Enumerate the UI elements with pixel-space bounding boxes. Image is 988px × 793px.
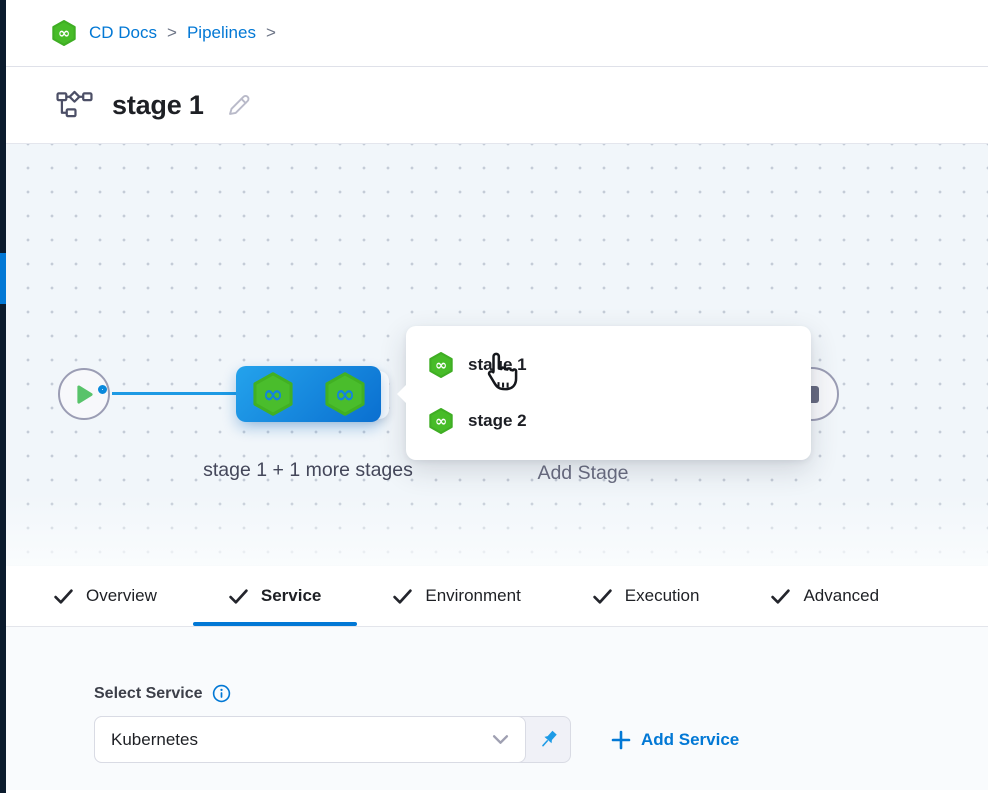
stage-group-node[interactable]: ∞ ∞ [236, 366, 381, 422]
breadcrumb-item-cd-docs[interactable]: CD Docs [89, 23, 158, 42]
pipeline-flowchart-icon [56, 90, 93, 121]
breadcrumb-separator: > [265, 23, 276, 42]
stage-title-bar: stage 1 [6, 67, 988, 144]
check-icon [593, 588, 612, 604]
popup-item-stage-2[interactable]: ∞ stage 2 [428, 403, 789, 440]
popup-item-label: stage 2 [468, 410, 527, 430]
pipeline-canvas[interactable]: ∞ ∞ stage 1 + 1 more stages Add Stage ∞ … [6, 144, 988, 566]
svg-text:∞: ∞ [58, 25, 70, 42]
info-icon[interactable] [212, 684, 231, 703]
plus-icon [611, 730, 631, 749]
tab-label: Environment [425, 586, 521, 605]
stage-title: stage 1 [112, 89, 204, 120]
check-icon [54, 588, 73, 604]
service-select[interactable]: Kubernetes [94, 716, 526, 763]
tab-service[interactable]: Service [192, 566, 358, 626]
tab-label: Execution [624, 586, 700, 605]
tab-environment[interactable]: Environment [357, 566, 556, 626]
add-service-button[interactable]: Add Service [611, 716, 739, 763]
harness-logo-icon[interactable]: ∞ [51, 20, 77, 46]
pin-icon [541, 730, 557, 747]
svg-text:∞: ∞ [262, 379, 283, 408]
service-panel: Select Service Kubernetes [6, 627, 988, 790]
tab-label: Overview [86, 586, 157, 605]
select-service-label: Select Service [94, 684, 203, 702]
pipeline-edge [112, 392, 238, 395]
check-icon [771, 588, 791, 604]
add-service-label: Add Service [641, 729, 740, 749]
add-stage-button[interactable]: Add Stage [537, 462, 629, 484]
popup-item-label: stage 1 [468, 355, 527, 375]
nav-active-indicator [0, 253, 6, 304]
svg-text:∞: ∞ [334, 379, 355, 408]
pipeline-studio: ∞ CD Docs > Pipelines > stage 1 [6, 0, 988, 790]
breadcrumb-item-pipelines[interactable]: Pipelines [186, 23, 256, 42]
pin-service-button[interactable] [526, 717, 570, 762]
cd-stage-icon: ∞ [429, 407, 453, 434]
check-icon [393, 588, 413, 604]
tab-label: Advanced [803, 586, 880, 605]
stage-group-label: stage 1 + 1 more stages [203, 459, 413, 481]
cd-stage-icon: ∞ [429, 352, 453, 379]
check-icon [229, 588, 248, 604]
cd-stage-icon: ∞ [252, 372, 293, 416]
stage-list-popup: ∞ stage 1 ∞ stage 2 [397, 326, 811, 460]
breadcrumb-separator: > [167, 23, 177, 42]
service-select-wrapper: Kubernetes [94, 716, 571, 763]
tab-label: Service [260, 586, 322, 605]
service-select-row: Kubernetes [94, 716, 739, 763]
stage-tab-bar: Overview Service Environment Execution A… [6, 566, 988, 627]
popup-item-stage-1[interactable]: ∞ stage 1 [428, 347, 789, 384]
svg-text:∞: ∞ [435, 357, 447, 374]
play-icon [76, 384, 93, 404]
breadcrumb: ∞ CD Docs > Pipelines > [6, 0, 988, 67]
svg-text:∞: ∞ [435, 413, 447, 430]
tab-advanced[interactable]: Advanced [735, 566, 915, 626]
service-select-value: Kubernetes [111, 729, 198, 749]
select-service-label-row: Select Service [94, 684, 231, 703]
cd-stage-icon: ∞ [324, 372, 365, 416]
tab-execution[interactable]: Execution [557, 566, 736, 626]
chevron-down-icon [492, 735, 509, 744]
edit-stage-name-icon[interactable] [225, 92, 252, 119]
tab-overview[interactable]: Overview [18, 566, 193, 626]
edge-connector-dot [98, 385, 107, 394]
left-nav-rail[interactable] [0, 0, 6, 793]
pipeline-start-node[interactable] [58, 368, 110, 420]
